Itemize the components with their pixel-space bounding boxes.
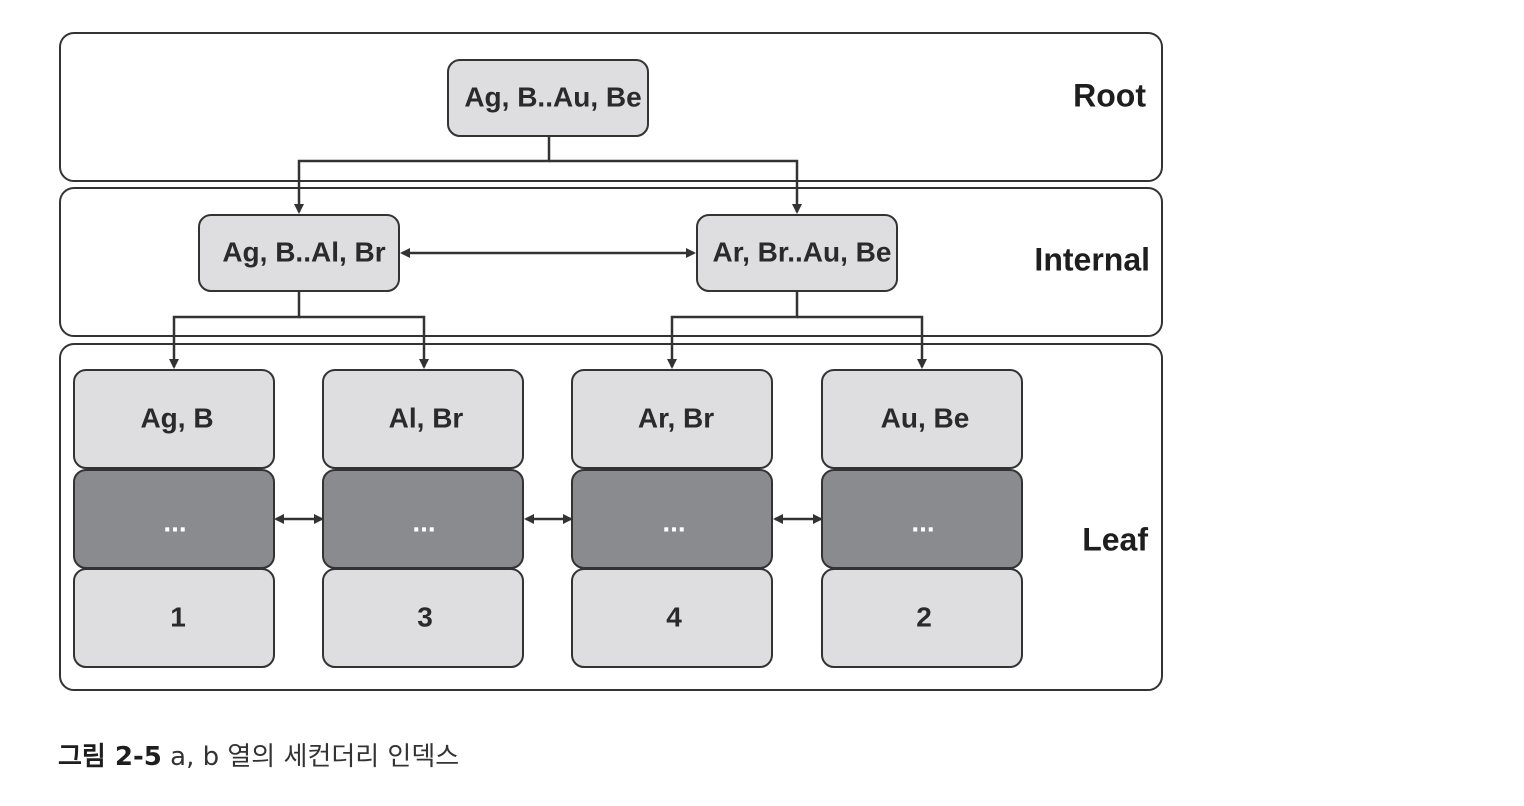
leaf-node-2-key-box bbox=[322, 369, 524, 469]
root-to-internal-left-edge bbox=[294, 137, 551, 214]
leaf-node-1-pointer-box bbox=[73, 568, 275, 668]
root-level-label: Root bbox=[1073, 77, 1146, 113]
leaf-level-label: Leaf bbox=[1082, 521, 1148, 557]
leaf-node-3: Ar, Br ... 4 bbox=[571, 369, 773, 668]
leaf-node-3-key-box bbox=[571, 369, 773, 469]
leaf-node-3-key: Ar, Br bbox=[638, 402, 714, 433]
root-node: Ag, B..Au, Be bbox=[447, 59, 649, 137]
leaf-node-4-pointer: 2 bbox=[916, 601, 932, 632]
leaf-node-4-pointer-box bbox=[821, 568, 1023, 668]
internal-level-label: Internal bbox=[1034, 241, 1150, 277]
internal-node-right-label: Ar, Br..Au, Be bbox=[713, 236, 892, 267]
figure-caption-text: a, b 열의 세컨더리 인덱스 bbox=[170, 742, 460, 772]
internal-node-left: Ag, B..Al, Br bbox=[198, 214, 400, 292]
leaf-node-4: Au, Be ... 2 bbox=[821, 369, 1023, 668]
figure-caption-label: 그림 2-5 bbox=[58, 742, 162, 772]
leaf-node-3-pointer-box bbox=[571, 568, 773, 668]
leaf-node-2: Al, Br ... 3 bbox=[322, 369, 524, 668]
internal-right-to-leaf-4-edge bbox=[797, 315, 927, 369]
internal-left-to-leaf-1-edge bbox=[169, 292, 301, 369]
internal-right-to-leaf-3-edge bbox=[667, 292, 799, 369]
leaf-node-1-key: Ag, B bbox=[140, 402, 213, 433]
leaf-node-4-key-box bbox=[821, 369, 1023, 469]
root-node-box bbox=[447, 59, 649, 137]
leaf-node-4-middle: ... bbox=[911, 506, 934, 537]
leaf-node-1-pointer: 1 bbox=[170, 601, 186, 632]
leaf-node-1-middle: ... bbox=[163, 506, 186, 537]
internal-node-left-box bbox=[198, 214, 400, 292]
internal-node-left-label: Ag, B..Al, Br bbox=[222, 236, 385, 267]
root-to-internal-right-edge bbox=[549, 159, 802, 214]
leaf-node-2-pointer-box bbox=[322, 568, 524, 668]
internal-node-right: Ar, Br..Au, Be bbox=[696, 214, 898, 292]
leaf-node-2-middle: ... bbox=[412, 506, 435, 537]
internal-left-to-leaf-2-edge bbox=[299, 315, 429, 369]
leaf-node-1-key-box bbox=[73, 369, 275, 469]
root-node-label: Ag, B..Au, Be bbox=[464, 81, 641, 112]
leaf-node-1: Ag, B ... 1 bbox=[73, 369, 275, 668]
leaf-node-3-pointer: 4 bbox=[666, 601, 682, 632]
internal-node-right-box bbox=[696, 214, 898, 292]
leaf-node-2-key: Al, Br bbox=[389, 402, 464, 433]
leaf-node-3-middle: ... bbox=[662, 506, 685, 537]
figure-caption: 그림 2-5 a, b 열의 세컨더리 인덱스 bbox=[58, 736, 459, 773]
leaf-node-4-key: Au, Be bbox=[881, 402, 970, 433]
leaf-node-2-pointer: 3 bbox=[417, 601, 433, 632]
